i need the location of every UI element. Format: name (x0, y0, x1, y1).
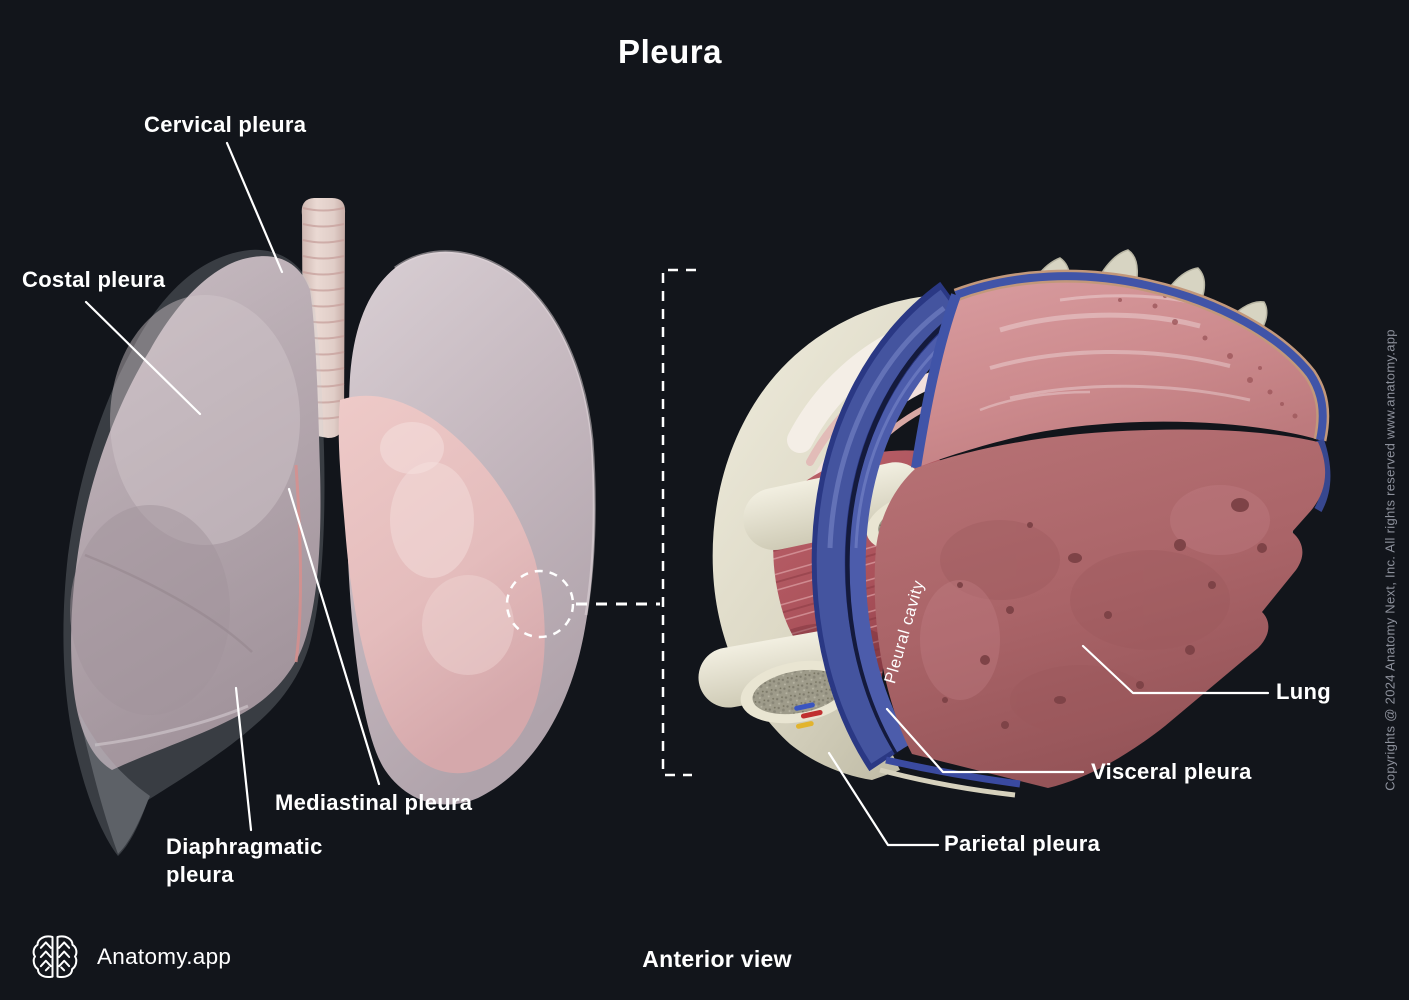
label-mediastinal-pleura: Mediastinal pleura (275, 790, 473, 815)
leader-lines (84, 141, 1270, 847)
label-parietal-pleura: Parietal pleura (944, 831, 1101, 856)
left-lung (63, 249, 325, 857)
overview-illustration (63, 198, 596, 857)
leader-lung (1081, 644, 1270, 695)
pleural-cavity-gap (845, 306, 965, 755)
label-costal-pleura: Costal pleura (22, 267, 166, 292)
leader-mediastinal-pleura (287, 487, 381, 786)
leader-parietal-pleura (827, 751, 940, 847)
page-title: Pleura (618, 33, 722, 70)
right-lung (338, 250, 596, 805)
leader-diaphragmatic-pleura (234, 686, 253, 832)
label-diaphragmatic-pleura: Diaphragmatic pleura (166, 834, 323, 887)
brand-logo[interactable]: Anatomy.app (30, 932, 231, 982)
zoom-circle (505, 569, 575, 639)
detail-illustration (698, 249, 1331, 798)
label-cervical-pleura: Cervical pleura (144, 112, 307, 137)
lung-block (874, 269, 1331, 798)
brain-icon (32, 935, 78, 978)
dashed-connector (505, 268, 696, 777)
brand-name: Anatomy.app (97, 944, 232, 969)
copyright-text: Copyrights @ 2024 Anatomy Next, Inc. All… (1382, 329, 1398, 791)
label-lung: Lung (1276, 679, 1331, 704)
leader-costal-pleura (84, 300, 202, 416)
label-visceral-pleura: Visceral pleura (1091, 759, 1252, 784)
parietal-pleura-band (811, 281, 965, 772)
leader-cervical-pleura (225, 141, 284, 274)
leader-visceral-pleura (885, 707, 1085, 774)
view-caption: Anterior view (642, 946, 792, 972)
